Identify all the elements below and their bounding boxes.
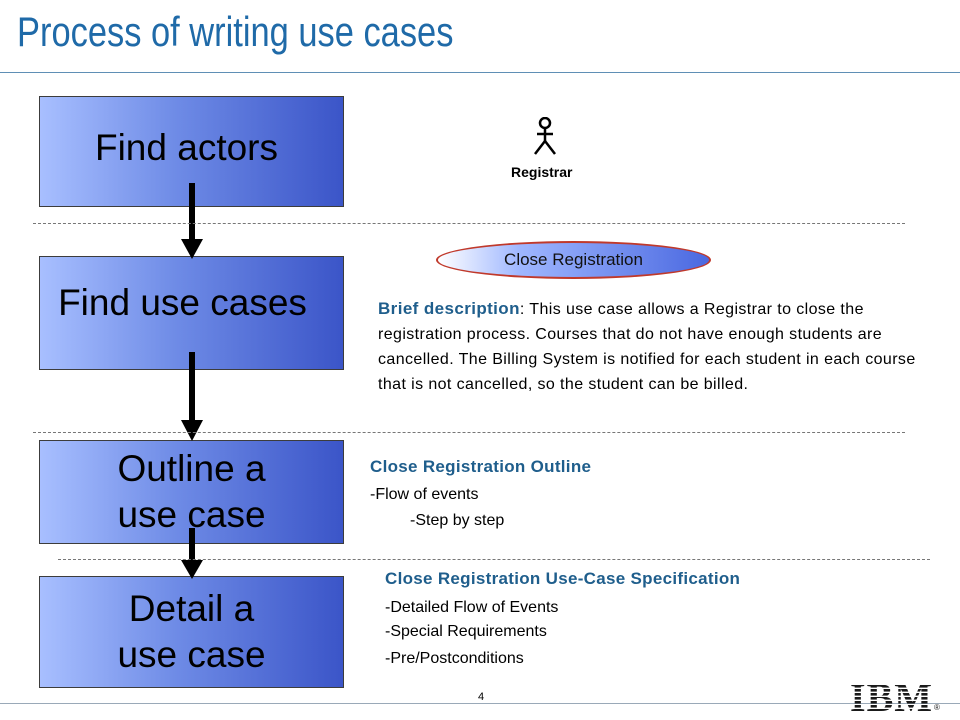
down-arrow-icon <box>181 528 203 579</box>
spec-heading: Close Registration Use-Case Specificatio… <box>385 569 741 588</box>
outline-item: -Flow of events <box>370 486 479 503</box>
step-label: Find actors <box>94 126 278 168</box>
use-case-label: Close Registration <box>504 250 643 269</box>
brief-description: Brief description: This use case allows … <box>378 296 923 397</box>
section-divider <box>33 223 905 224</box>
brief-description-lead: Brief description <box>378 299 520 318</box>
down-arrow-icon <box>181 352 203 441</box>
title-underline <box>0 72 960 73</box>
use-case-ellipse: Close Registration <box>436 241 711 279</box>
spec-item: -Detailed Flow of Events <box>385 599 559 616</box>
page-number: 4 <box>478 691 485 703</box>
down-arrow-icon <box>181 183 203 259</box>
stick-figure-actor-icon <box>534 117 556 155</box>
page-title: Process of writing use cases <box>17 8 454 55</box>
ibm-logo-icon: IBM ® <box>850 677 940 717</box>
outline-item: -Step by step <box>410 512 505 529</box>
step-outline-use-case: Outline a use case <box>39 440 344 544</box>
section-divider <box>58 559 930 560</box>
brief-description-text: : This use case allows a Registrar to cl… <box>378 301 916 393</box>
step-label: Outline a use case <box>117 448 266 535</box>
actor-label: Registrar <box>511 164 573 180</box>
spec-item: -Pre/Postconditions <box>385 650 524 667</box>
step-detail-use-case: Detail a use case <box>39 576 344 688</box>
svg-text:IBM: IBM <box>850 677 933 717</box>
footer-rule <box>0 703 960 704</box>
svg-text:®: ® <box>934 703 940 712</box>
step-label: Detail a use case <box>117 588 266 675</box>
spec-item: -Special Requirements <box>385 623 547 640</box>
step-label: Find use cases <box>58 282 307 323</box>
section-divider <box>33 432 905 433</box>
outline-heading: Close Registration Outline <box>370 457 592 476</box>
